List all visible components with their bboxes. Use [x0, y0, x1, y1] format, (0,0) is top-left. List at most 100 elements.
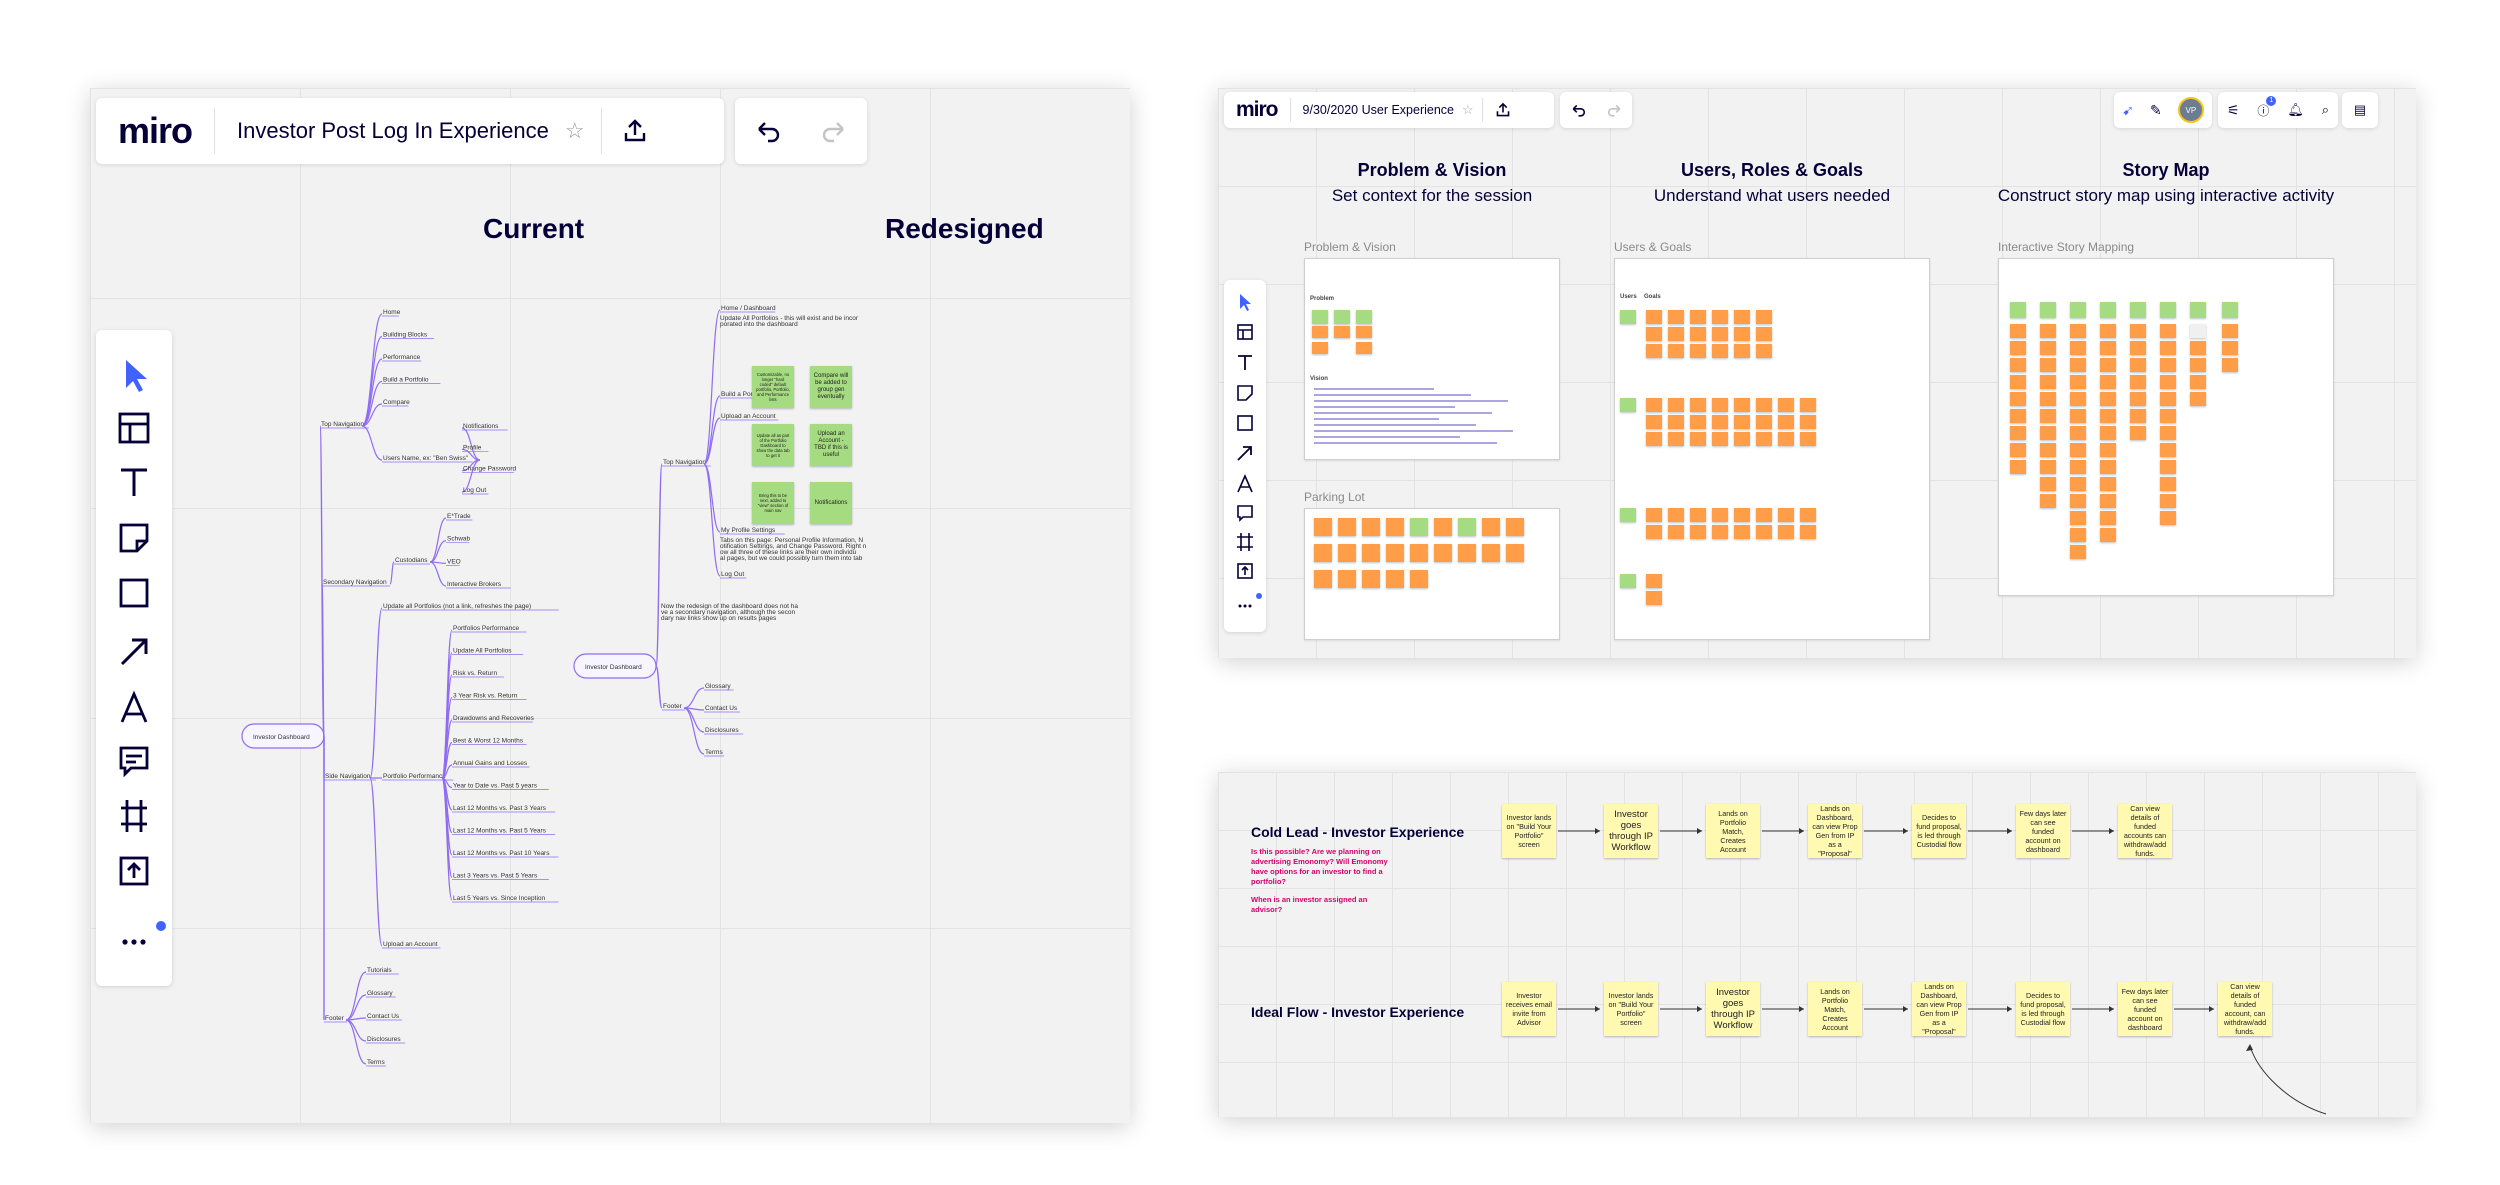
story-sticky[interactable] — [2010, 375, 2026, 389]
undo-icon[interactable] — [755, 121, 781, 143]
story-sticky[interactable] — [2070, 528, 2086, 542]
story-sticky[interactable] — [2010, 324, 2026, 338]
star-icon[interactable]: ☆ — [564, 118, 585, 143]
story-sticky[interactable] — [2010, 443, 2026, 457]
problem-vision-frame[interactable] — [1304, 258, 1560, 460]
upload-icon[interactable] — [622, 118, 648, 144]
miro-logo[interactable]: miro — [1236, 98, 1279, 121]
users-goals-frame[interactable] — [1614, 258, 1930, 640]
story-sticky[interactable] — [2160, 375, 2176, 389]
settings-sliders-icon[interactable]: ⚟ — [2226, 101, 2240, 118]
goal-sticky[interactable] — [1690, 398, 1706, 412]
goal-sticky[interactable] — [1756, 310, 1772, 324]
user-sticky[interactable] — [1620, 398, 1636, 412]
story-sticky[interactable] — [2070, 358, 2086, 372]
green-sticky-note[interactable]: Customizable, no longer "hard coded" def… — [752, 366, 794, 408]
parking-sticky[interactable] — [1338, 570, 1356, 588]
mini-sticky-green[interactable] — [1356, 310, 1372, 324]
ideal-flow-step[interactable]: Investor receives email invite from Advi… — [1502, 982, 1556, 1036]
ideal-flow-step[interactable]: Investor goes through IP Workflow — [1706, 982, 1760, 1036]
goal-sticky[interactable] — [1646, 310, 1662, 324]
mini-sticky-orange[interactable] — [1356, 326, 1372, 338]
story-header-sticky[interactable] — [2222, 302, 2238, 318]
board-menu-icon[interactable]: ▤ — [2353, 102, 2367, 117]
story-sticky[interactable] — [2160, 341, 2176, 355]
goal-sticky[interactable] — [1668, 327, 1684, 341]
story-sticky[interactable] — [2190, 392, 2206, 406]
goal-sticky[interactable] — [1712, 344, 1728, 358]
story-sticky[interactable] — [2190, 375, 2206, 389]
goal-sticky[interactable] — [1734, 310, 1750, 324]
parking-sticky[interactable] — [1410, 544, 1428, 562]
parking-sticky[interactable] — [1506, 544, 1524, 562]
goal-sticky[interactable] — [1756, 415, 1772, 429]
cold-lead-step[interactable]: Lands on Dashboard, can view Prop Gen fr… — [1808, 804, 1862, 858]
goal-sticky[interactable] — [1690, 525, 1706, 539]
bell-icon[interactable]: 🔔︎ — [2287, 102, 2304, 117]
goal-sticky[interactable] — [1756, 508, 1772, 522]
cold-lead-step[interactable]: Few days later can see funded account on… — [2016, 804, 2070, 858]
story-sticky[interactable] — [2070, 511, 2086, 525]
story-sticky[interactable] — [2010, 341, 2026, 355]
parking-sticky[interactable] — [1434, 518, 1452, 536]
goal-sticky[interactable] — [1668, 432, 1684, 446]
story-header-sticky[interactable] — [2190, 302, 2206, 318]
story-sticky[interactable] — [2100, 324, 2116, 338]
pen-tool-icon[interactable]: ✎ — [2149, 101, 2162, 118]
story-sticky[interactable] — [2040, 443, 2056, 457]
story-sticky[interactable] — [2010, 358, 2026, 372]
goal-sticky[interactable] — [1690, 415, 1706, 429]
goal-sticky[interactable] — [1668, 344, 1684, 358]
green-sticky-note[interactable]: Notifications — [810, 482, 852, 524]
goal-sticky[interactable] — [1646, 432, 1662, 446]
goal-sticky[interactable] — [1646, 591, 1662, 605]
story-sticky[interactable] — [2040, 341, 2056, 355]
parking-sticky[interactable] — [1386, 570, 1404, 588]
undo-icon[interactable] — [1571, 104, 1586, 117]
goal-sticky[interactable] — [1646, 508, 1662, 522]
story-sticky[interactable] — [2190, 341, 2206, 355]
parking-sticky[interactable] — [1362, 570, 1380, 588]
story-sticky[interactable] — [2100, 426, 2116, 440]
goal-sticky[interactable] — [1668, 415, 1684, 429]
parking-sticky[interactable] — [1314, 570, 1332, 588]
redo-icon[interactable] — [821, 121, 847, 143]
story-sticky[interactable] — [2130, 426, 2146, 440]
green-sticky-note[interactable]: Bring this to be next, added to "view" s… — [752, 482, 794, 524]
parking-sticky[interactable] — [1314, 544, 1332, 562]
story-sticky[interactable] — [2100, 477, 2116, 491]
cold-lead-step[interactable]: Investor lands on "Build Your Portfolio"… — [1502, 804, 1556, 858]
parking-sticky[interactable] — [1482, 544, 1500, 562]
story-sticky[interactable] — [2160, 358, 2176, 372]
miro-logo[interactable]: miro — [118, 110, 193, 151]
ideal-flow-step[interactable]: Investor lands on "Build Your Portfolio"… — [1604, 982, 1658, 1036]
goal-sticky[interactable] — [1734, 432, 1750, 446]
goal-sticky[interactable] — [1778, 398, 1794, 412]
mini-sticky-orange[interactable] — [1356, 342, 1372, 354]
goal-sticky[interactable] — [1778, 415, 1794, 429]
story-sticky[interactable] — [2160, 511, 2176, 525]
story-sticky[interactable] — [2040, 409, 2056, 423]
board-title[interactable]: Investor Post Log In Experience — [237, 118, 549, 143]
board-title[interactable]: 9/30/2020 User Experience — [1302, 103, 1454, 117]
upload-icon[interactable] — [1495, 102, 1511, 118]
story-sticky[interactable] — [2070, 341, 2086, 355]
goal-sticky[interactable] — [1646, 344, 1662, 358]
story-sticky[interactable] — [2130, 392, 2146, 406]
story-sticky[interactable] — [2222, 324, 2238, 338]
goal-sticky[interactable] — [1734, 327, 1750, 341]
story-sticky[interactable] — [2100, 358, 2116, 372]
story-sticky[interactable] — [2040, 494, 2056, 508]
star-icon[interactable]: ☆ — [1462, 102, 1474, 117]
green-sticky-note[interactable]: Update all as part of the Portfolio Dash… — [752, 424, 794, 466]
story-sticky[interactable] — [2190, 324, 2206, 338]
goal-sticky[interactable] — [1646, 525, 1662, 539]
goal-sticky[interactable] — [1756, 398, 1772, 412]
goal-sticky[interactable] — [1734, 525, 1750, 539]
cold-lead-step[interactable]: Decides to fund proposal, is led through… — [1912, 804, 1966, 858]
goal-sticky[interactable] — [1690, 310, 1706, 324]
story-header-sticky[interactable] — [2040, 302, 2056, 318]
green-sticky-note[interactable]: Compare will be added to group gen event… — [810, 366, 852, 408]
mini-sticky-orange[interactable] — [1312, 326, 1328, 338]
board-investor-post-login[interactable]: miro Investor Post Log In Experience ☆ C… — [90, 88, 1130, 1123]
